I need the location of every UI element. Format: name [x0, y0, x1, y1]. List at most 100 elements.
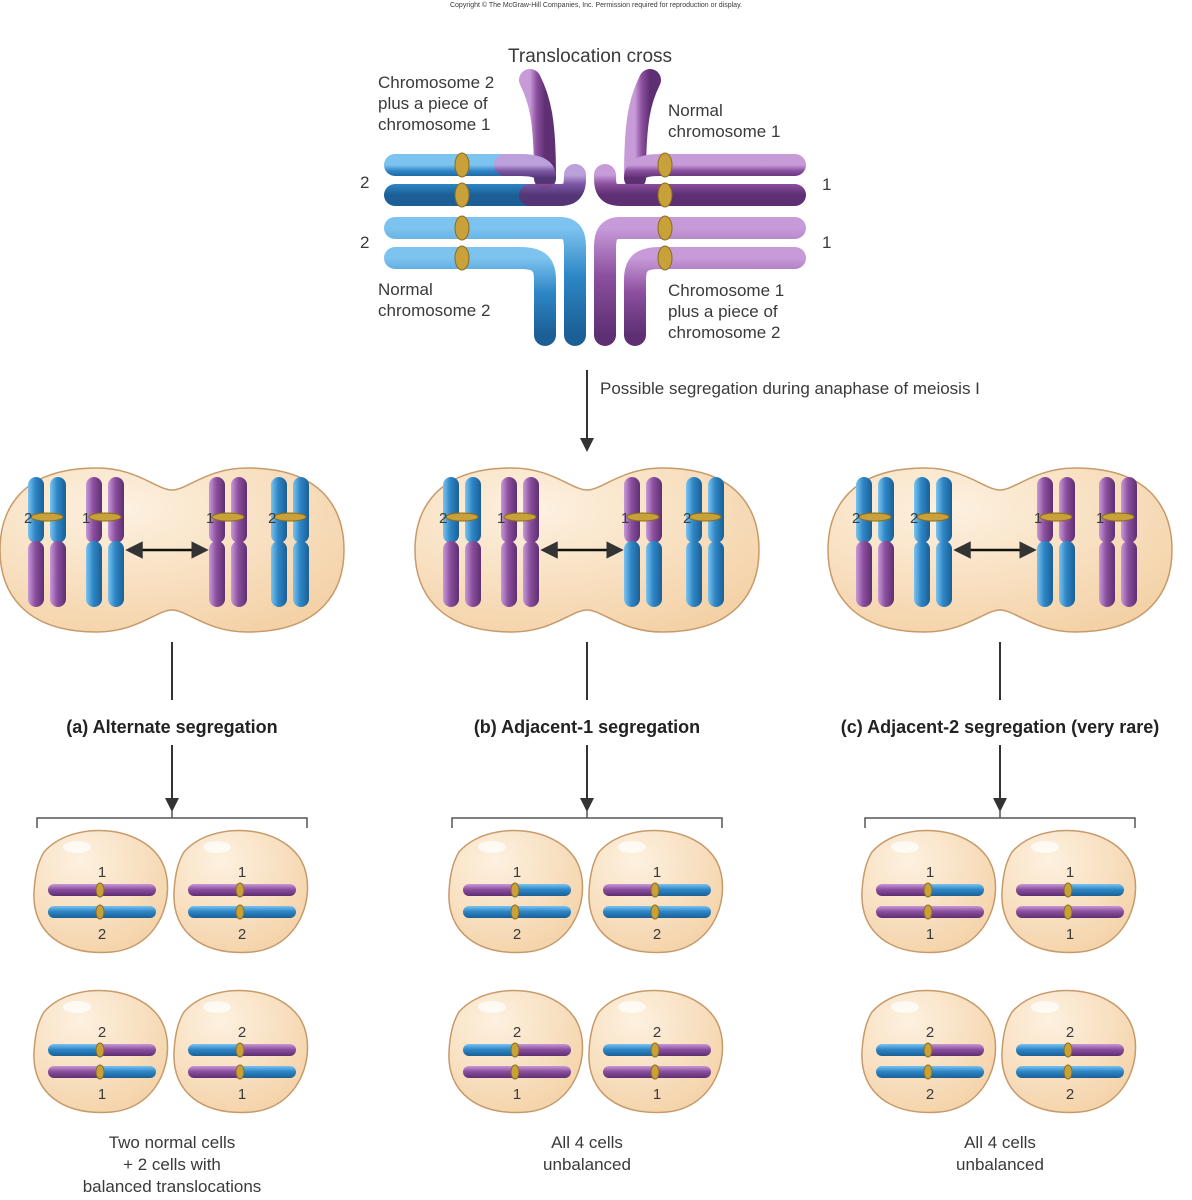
daughter-chromosome-top [876, 1042, 984, 1058]
daughter-chromosome-top [1016, 1042, 1124, 1058]
daughter-chromosome-bottom [463, 1064, 571, 1080]
bracket [36, 810, 308, 828]
cell-chrom-label: 1 [1034, 510, 1042, 527]
num-2-bottom: 2 [360, 233, 369, 252]
cell-chromosome-4 [271, 477, 309, 607]
label-normal-chr2: Normal chromosome 2 [378, 280, 490, 320]
daughter-cell-1: 11 [861, 829, 997, 954]
copyright-text: Copyright © The McGraw-Hill Companies, I… [450, 1, 742, 9]
cross-title: Translocation cross [508, 46, 672, 67]
daughter-label-bottom: 2 [926, 1086, 934, 1103]
label-chr1-plus-2: Chromosome 1 plus a piece of chromosome … [668, 281, 789, 342]
daughter-cell-3: 22 [861, 989, 997, 1114]
daughter-chromosome-top [603, 1042, 711, 1058]
daughter-chromosome-bottom [188, 904, 296, 920]
daughter-chromosome-top [603, 882, 711, 898]
cell-chromosome-4 [1099, 477, 1137, 607]
daughter-label-top: 2 [513, 1024, 521, 1041]
num-1-top: 1 [822, 175, 831, 194]
daughter-label-top: 2 [1066, 1024, 1074, 1041]
daughter-label-bottom: 2 [653, 926, 661, 943]
daughter-label-bottom: 1 [653, 1086, 661, 1103]
daughter-label-bottom: 1 [238, 1086, 246, 1103]
panel-title: (b) Adjacent-1 segregation [474, 717, 700, 737]
daughter-label-bottom: 1 [1066, 926, 1074, 943]
daughter-chromosome-top [463, 1042, 571, 1058]
cell-chrom-label: 2 [683, 510, 691, 527]
daughter-cell-2: 12 [173, 829, 309, 954]
daughter-chromosome-bottom [876, 904, 984, 920]
daughter-label-top: 2 [238, 1024, 246, 1041]
daughter-label-bottom: 1 [513, 1086, 521, 1103]
cell-chromosome-3 [624, 477, 662, 607]
daughter-cell-2: 12 [588, 829, 724, 954]
daughter-label-top: 1 [98, 864, 106, 881]
cell-chrom-label: 1 [497, 510, 505, 527]
daughter-chromosome-bottom [48, 904, 156, 920]
daughter-label-bottom: 2 [98, 926, 106, 943]
daughter-chromosome-bottom [1016, 1064, 1124, 1080]
cell-chrom-label: 2 [852, 510, 860, 527]
cell-chrom-label: 2 [439, 510, 447, 527]
cell-chromosome-2 [86, 477, 124, 607]
daughter-chromosome-top [188, 882, 296, 898]
panel-title: (c) Adjacent-2 segregation (very rare) [841, 717, 1159, 737]
daughter-chromosome-bottom [603, 904, 711, 920]
daughter-label-top: 1 [513, 864, 521, 881]
cell-chromosome-1 [28, 477, 66, 607]
label-chr2-plus-1: Chromosome 2 plus a piece of chromosome … [378, 73, 499, 134]
daughter-label-top: 1 [926, 864, 934, 881]
daughter-chromosome-top [1016, 882, 1124, 898]
daughter-label-top: 2 [98, 1024, 106, 1041]
daughter-label-top: 2 [926, 1024, 934, 1041]
cell-chromosome-1 [856, 477, 894, 607]
daughter-chromosome-bottom [603, 1064, 711, 1080]
cell-chromosome-3 [1037, 477, 1075, 607]
daughter-chromosome-top [48, 1042, 156, 1058]
arrow-caption: Possible segregation during anaphase of … [600, 379, 980, 398]
daughter-label-top: 1 [238, 864, 246, 881]
num-1-bottom: 1 [822, 233, 831, 252]
daughter-cell-4: 22 [1001, 989, 1137, 1114]
cell-chromosome-2 [914, 477, 952, 607]
cell-chrom-label: 1 [621, 510, 629, 527]
cell-chromosome-1 [443, 477, 481, 607]
bracket [451, 810, 723, 828]
daughter-label-top: 2 [653, 1024, 661, 1041]
cell-chrom-label: 2 [910, 510, 918, 527]
translocation-cross: Translocation cross Chromosom [360, 46, 831, 346]
daughter-label-bottom: 2 [513, 926, 521, 943]
daughter-chromosome-bottom [1016, 904, 1124, 920]
bracket [864, 810, 1136, 828]
daughter-chromosome-bottom [48, 1064, 156, 1080]
daughter-cell-3: 21 [33, 989, 169, 1114]
cell-chrom-label: 1 [206, 510, 214, 527]
daughter-chromosome-top [876, 882, 984, 898]
cell-chrom-label: 2 [24, 510, 32, 527]
cell-chrom-label: 1 [1096, 510, 1104, 527]
daughter-label-bottom: 2 [1066, 1086, 1074, 1103]
cell-chromosome-4 [686, 477, 724, 607]
cell-chrom-label: 2 [268, 510, 276, 527]
daughter-label-top: 1 [1066, 864, 1074, 881]
cell-chromosome-3 [209, 477, 247, 607]
daughter-cell-1: 12 [448, 829, 584, 954]
daughter-label-bottom: 1 [98, 1086, 106, 1103]
num-2-top: 2 [360, 173, 369, 192]
cell-chrom-label: 1 [82, 510, 90, 527]
daughter-label-bottom: 2 [238, 926, 246, 943]
daughter-label-bottom: 1 [926, 926, 934, 943]
daughter-cell-1: 12 [33, 829, 169, 954]
daughter-chromosome-top [463, 882, 571, 898]
daughter-chromosome-bottom [463, 904, 571, 920]
daughter-cell-4: 21 [173, 989, 309, 1114]
cell-chromosome-2 [501, 477, 539, 607]
daughter-cell-4: 21 [588, 989, 724, 1114]
